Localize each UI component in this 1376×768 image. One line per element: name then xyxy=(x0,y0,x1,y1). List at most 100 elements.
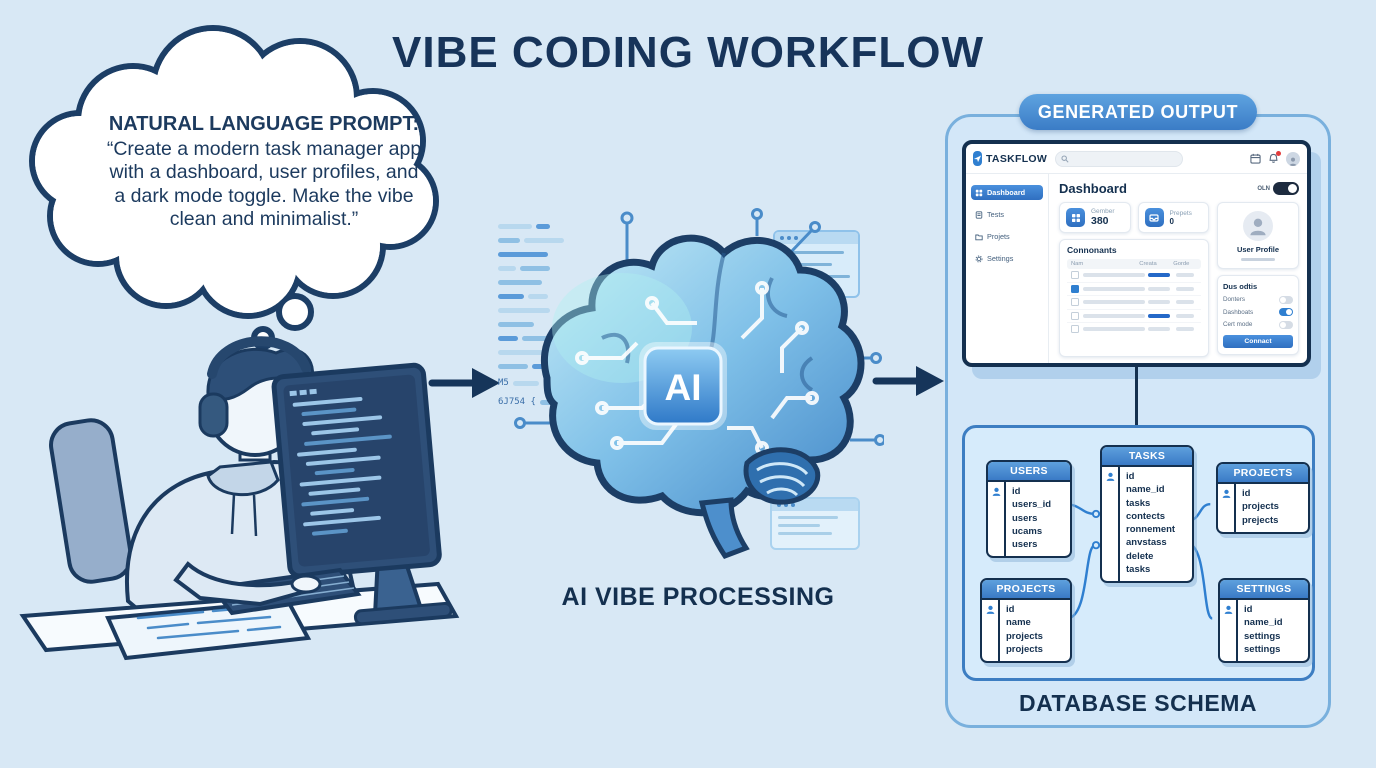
column-header: Gorde xyxy=(1173,261,1190,267)
table-row xyxy=(1067,310,1201,323)
stat-inbox-icon xyxy=(1144,208,1164,227)
settings-row: Donters xyxy=(1223,295,1293,304)
table-row xyxy=(1067,269,1201,283)
ai-chip xyxy=(643,346,723,426)
db-field: id xyxy=(1244,604,1253,615)
quick-settings-card: Dus odtis Donters Dashboats Cert mode xyxy=(1217,275,1299,355)
gear-icon xyxy=(975,255,983,262)
prompt-line: “Create a modern task manager app xyxy=(106,138,422,160)
monitor xyxy=(271,362,453,626)
row-checkbox[interactable] xyxy=(1071,271,1079,280)
app-sidebar: Dashboard Tests Projets Settings xyxy=(966,174,1049,363)
table-row xyxy=(1067,323,1201,336)
prompt-line: with a dashboard, user profiles, and xyxy=(109,161,419,184)
table-header-row: Nam Creata Gorde xyxy=(1067,259,1201,269)
code-fragment: M5 xyxy=(498,378,509,388)
stat-value: 0 xyxy=(1169,216,1174,226)
db-field: anvstass xyxy=(1126,537,1167,549)
db-field: name xyxy=(1006,617,1031,629)
settings-label: Dashboats xyxy=(1223,308,1254,316)
folder-icon xyxy=(975,234,983,240)
db-field: id xyxy=(1006,604,1015,615)
sidebar-label: Projets xyxy=(987,232,1010,241)
stat-card-projects: Prepets 0 xyxy=(1137,202,1209,233)
search-input[interactable] xyxy=(1055,150,1183,167)
user-avatar[interactable] xyxy=(1286,151,1300,166)
db-field: settings xyxy=(1244,643,1281,655)
db-field: contects xyxy=(1126,510,1166,522)
settings-toggle[interactable] xyxy=(1279,320,1293,329)
table-user-icon xyxy=(1224,605,1232,614)
profile-avatar xyxy=(1243,211,1273,241)
db-field: tasks xyxy=(1126,497,1151,509)
column-header: Creata xyxy=(1139,261,1157,267)
ai-brain-illustration: AI xyxy=(514,208,884,560)
db-field: prejects xyxy=(1242,514,1279,526)
db-field: users xyxy=(1012,539,1038,551)
brain-circuits xyxy=(575,281,819,455)
generated-output-badge: GENERATED OUTPUT xyxy=(1019,94,1257,130)
taskflow-app-mockup: TASKFLOW Dashboard xyxy=(962,140,1311,367)
dark-mode-toggle[interactable] xyxy=(1273,182,1299,195)
row-checkbox[interactable] xyxy=(1071,311,1079,320)
settings-toggle[interactable] xyxy=(1279,308,1293,316)
settings-toggle[interactable] xyxy=(1279,295,1293,304)
settings-row: Dashboats xyxy=(1223,308,1293,316)
db-table-projects-right: PROJECTS id projects prejects xyxy=(1216,462,1310,534)
stat-value: 380 xyxy=(1091,215,1109,227)
code-decoration-left: M5 6J754 { xyxy=(498,224,574,407)
table-user-icon xyxy=(1222,489,1230,498)
window-titlebar xyxy=(775,232,858,244)
notification-badge xyxy=(1276,151,1281,156)
db-table-settings: SETTINGS id name_id settings settings xyxy=(1218,578,1310,664)
db-table-projects-bottom: PROJECTS id name projects projects xyxy=(980,578,1072,664)
db-field: delete xyxy=(1126,550,1154,562)
row-checkbox[interactable] xyxy=(1071,284,1079,293)
column-header: Nam xyxy=(1071,261,1084,267)
database-schema-caption: DATABASE SCHEMA xyxy=(1019,690,1257,716)
headphone-cup xyxy=(198,392,229,438)
logo-text: TASKFLOW xyxy=(986,152,1048,165)
connect-button[interactable]: Connact xyxy=(1223,335,1293,348)
settings-label: Donters xyxy=(1223,296,1246,303)
stat-label: Gember xyxy=(1091,208,1115,215)
arrow-ai-to-output xyxy=(872,366,944,396)
prompt-line: clean and minimalist.” xyxy=(169,208,359,231)
table-user-icon xyxy=(992,487,1000,496)
db-field: id xyxy=(1012,486,1021,497)
prompt-heading: NATURAL LANGUAGE PROMPT: xyxy=(108,113,420,135)
sidebar-item-settings[interactable]: Settings xyxy=(971,251,1043,266)
components-panel: Connonants Nam Creata Gorde xyxy=(1059,239,1209,357)
stat-label: Prepets xyxy=(1169,209,1192,217)
settings-row: Cert mode xyxy=(1223,320,1293,329)
app-topbar: TASKFLOW xyxy=(966,144,1307,174)
sidebar-item-tasks[interactable]: Tests xyxy=(971,207,1043,222)
db-table-tasks: TASKS id name_id tasks contects ronnemen… xyxy=(1100,445,1194,584)
prompt-line: a dark mode toggle. Make the vibe xyxy=(114,184,414,207)
developer-illustration xyxy=(19,336,460,661)
db-field: id xyxy=(1242,488,1251,499)
notifications-bell-icon[interactable] xyxy=(1268,151,1281,164)
tasks-icon xyxy=(975,210,983,219)
settings-title: Dus odtis xyxy=(1223,282,1258,291)
db-field: ronnement xyxy=(1126,524,1176,536)
database-schema-panel: USERS id users_id users ucams users TASK… xyxy=(962,425,1315,681)
db-table-name: TASKS xyxy=(1102,447,1192,467)
sidebar-label: Settings xyxy=(987,254,1014,263)
sidebar-item-projects[interactable]: Projets xyxy=(971,229,1043,244)
db-field: settings xyxy=(1244,630,1281,642)
db-field: ucams xyxy=(1012,525,1043,537)
row-checkbox[interactable] xyxy=(1071,325,1079,334)
calendar-icon[interactable] xyxy=(1250,153,1261,164)
db-field: name_id xyxy=(1244,617,1283,629)
sidebar-label: Tests xyxy=(987,210,1005,219)
sidebar-item-dashboard[interactable]: Dashboard xyxy=(971,185,1043,200)
db-table-users: USERS id users_id users ucams users xyxy=(986,460,1072,559)
dark-mode-toggle-label: OLN xyxy=(1257,185,1270,192)
row-checkbox[interactable] xyxy=(1071,298,1079,307)
user-profile-card: User Profile xyxy=(1217,202,1299,269)
db-table-name: PROJECTS xyxy=(982,580,1070,600)
db-field: projects xyxy=(1006,630,1043,642)
table-user-icon xyxy=(986,605,994,614)
code-fragment: 6J754 { xyxy=(498,397,536,407)
